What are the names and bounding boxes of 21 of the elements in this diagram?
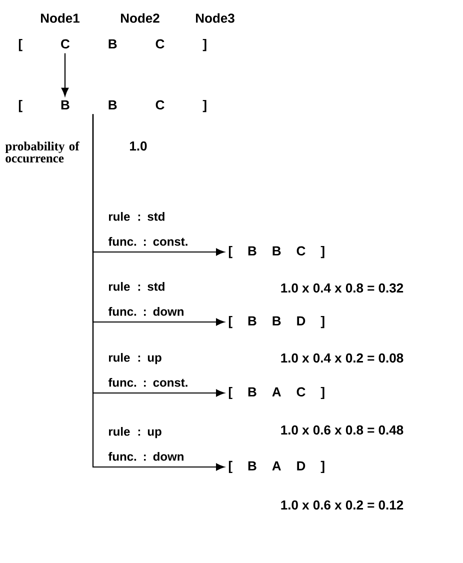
state-vector: [ B B D ] (228, 316, 324, 328)
probability-value: 1.0 x 0.6 x 0.8 = 0.48 (281, 425, 404, 435)
probability-value: 1.0 x 0.4 x 0.2 = 0.08 (281, 353, 404, 363)
column-header: Node3 (196, 13, 234, 23)
arrow (92, 114, 224, 471)
state-vector: [ B B C ] (228, 246, 324, 258)
column-header: Node1 (41, 13, 80, 23)
edge-label: rule : up func. : const. (108, 353, 188, 387)
probability-value: 1.0 x 0.4 x 0.8 = 0.32 (281, 283, 404, 293)
edge-label: rule : std func. : const. (108, 212, 188, 246)
state-vector: [ C B C ] (18, 38, 206, 52)
column-header: Node2 (121, 13, 160, 23)
edge-label: rule : up func. : down (108, 427, 184, 461)
arrow (61, 53, 69, 96)
state-vector: [ B A C ] (228, 386, 324, 400)
probability-value: 1.0 x 0.6 x 0.2 = 0.12 (281, 500, 404, 510)
state-vector: [ B B C ] (18, 100, 206, 112)
edge-label: rule : std func. : down (108, 282, 184, 316)
probability-value: 1.0 (130, 141, 147, 151)
caption-text: probability of occurrence (5, 142, 80, 162)
state-vector: [ B A D ] (228, 460, 324, 474)
